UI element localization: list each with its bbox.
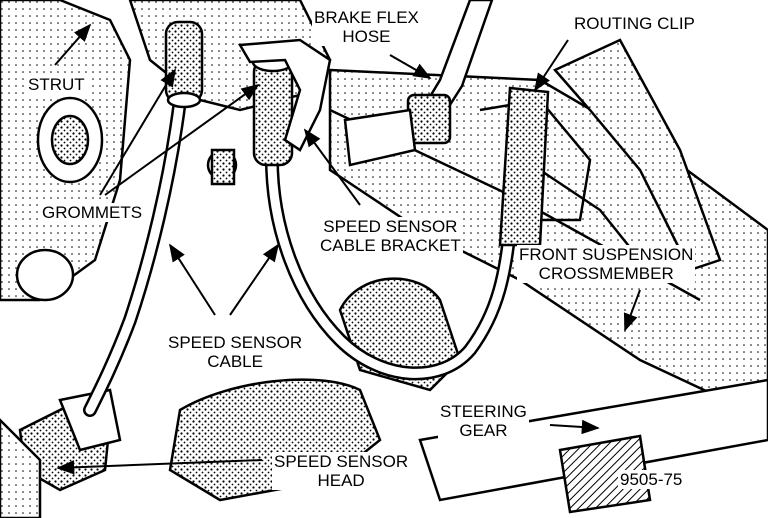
label-crossmember-line2: CROSSMEMBER (538, 264, 674, 283)
speed-sensor-head (0, 388, 122, 518)
label-cable-line2: CABLE (207, 352, 263, 371)
label-cable-line1: SPEED SENSOR (168, 333, 303, 352)
label-cable-bracket-line2: CABLE BRACKET (320, 236, 461, 255)
label-cable-bracket-line1: SPEED SENSOR (323, 217, 458, 236)
label-brake-flex-hose-line2: HOSE (342, 27, 391, 46)
label-speed-sensor-cable-bracket: SPEED SENSOR CABLE BRACKET (318, 217, 463, 255)
label-head-line2: HEAD (317, 471, 365, 490)
cable-bracket (237, 38, 332, 152)
label-head-line1: SPEED SENSOR (274, 452, 409, 471)
label-crossmember-line1: FRONT SUSPENSION (519, 245, 694, 264)
leader-lines (54, 23, 641, 475)
label-strut: STRUT (26, 75, 87, 94)
label-steering-gear-line2: GEAR (459, 421, 508, 440)
grommet-left (164, 20, 204, 109)
label-brake-flex-hose: BRAKE FLEX HOSE (312, 8, 421, 46)
label-steering-gear-line1: STEERING (440, 402, 527, 421)
brake-flex-hose (343, 0, 494, 167)
speed-sensor-cable (83, 93, 517, 417)
label-front-suspension-crossmember: FRONT SUSPENSION CROSSMEMBER (517, 245, 696, 283)
steering-gear (418, 378, 768, 514)
label-speed-sensor-cable: SPEED SENSOR CABLE (166, 333, 305, 371)
label-speed-sensor-head: SPEED SENSOR HEAD (272, 452, 411, 490)
label-routing-clip: ROUTING CLIP (572, 14, 697, 33)
label-grommets: GROMMETS (40, 203, 145, 222)
label-steering-gear: STEERING GEAR (438, 402, 529, 440)
grommet-right (251, 51, 295, 167)
label-brake-flex-hose-line1: BRAKE FLEX (314, 8, 419, 27)
figure-number: 9505-75 (618, 470, 685, 489)
strut-body (0, 0, 132, 302)
